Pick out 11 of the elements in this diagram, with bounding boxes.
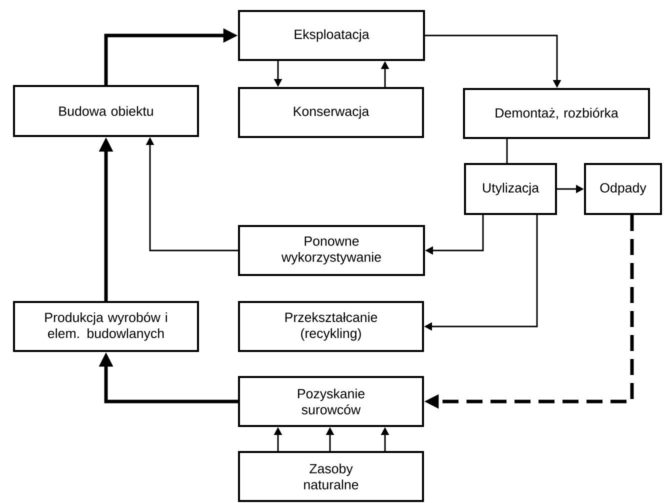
process-box: Odpady bbox=[584, 163, 662, 215]
process-box: Pozyskanie surowców bbox=[238, 376, 424, 427]
process-box: Utylizacja bbox=[464, 163, 557, 215]
process-box: Przekształcanie (recykling) bbox=[238, 301, 424, 352]
process-box: Konserwacja bbox=[238, 87, 424, 138]
process-box: Zasoby naturalne bbox=[238, 451, 424, 502]
process-box: Ponowne wykorzystywanie bbox=[238, 225, 425, 276]
process-box: Produkcja wyrobów i elem. budowlanych bbox=[13, 301, 199, 352]
process-box: Eksploatacja bbox=[238, 10, 425, 61]
process-box: Demontaż, rozbiórka bbox=[463, 88, 650, 139]
process-box: Budowa obiektu bbox=[13, 85, 199, 137]
